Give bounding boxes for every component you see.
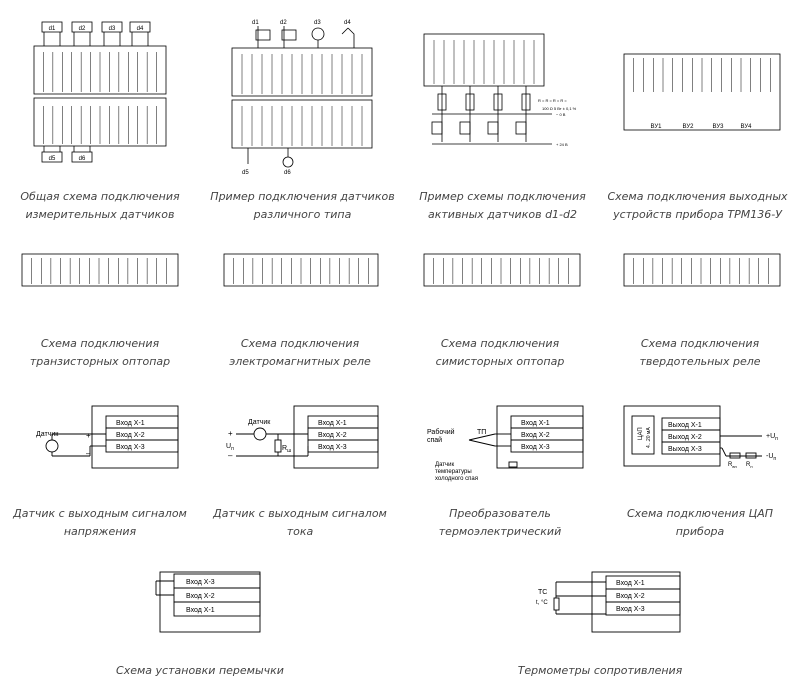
label-plus: + (86, 431, 91, 440)
label-vhod-1: Вход Х-1 (318, 420, 347, 427)
label-vhod-3: Вход Х-3 (521, 444, 550, 451)
caption-resistance-thermometers: Термометры сопротивления (517, 664, 683, 677)
label-vhod-2: Вход Х-2 (616, 593, 645, 600)
sensor-boxes-top (33, 21, 167, 163)
label-sensor: Датчик (248, 419, 271, 426)
label-work-junction: Рабочий (427, 428, 455, 436)
diagram-output-devices: ВУ1 ВУ2 ВУ3 ВУ4 (622, 52, 782, 134)
diagram-jumper: Вход Х-3 Вход Х-2 Вход Х-1 (152, 570, 262, 634)
diagram-different-sensors: d1 d2 d3 d4 d5 d6 (228, 14, 378, 176)
label-minus-0v: − 0 В (556, 112, 566, 117)
label-vu2: ВУ2 (683, 124, 695, 130)
label-vu3: ВУ3 (713, 124, 725, 130)
label-cap: ЦАП (638, 427, 644, 440)
label-vyhod-2: Выход Х-2 (668, 434, 702, 441)
label-vhod-3: Вход Х-3 (616, 606, 645, 613)
label-d1: d1 (252, 20, 259, 26)
label-tc-temp: t, °C (536, 600, 548, 606)
label-vhod-2: Вход Х-2 (186, 593, 215, 600)
label-plus: + (228, 429, 233, 438)
label-d6: d6 (284, 170, 291, 176)
label-plus-24v: + 24 В (556, 142, 568, 147)
diagram-voltage-sensor: Датчик + – Вход Х-1 Вход Х-2 Вход Х-3 (30, 404, 180, 470)
label-d2: d2 (280, 20, 287, 26)
label-work-junction-2: спай (427, 436, 442, 444)
label-d2: d2 (79, 26, 86, 32)
label-vhod-2: Вход Х-2 (521, 432, 550, 439)
label-d6: d6 (79, 156, 86, 162)
label-vhod-2: Вход Х-2 (318, 432, 347, 439)
label-tc: ТС (538, 589, 547, 596)
label-up: Uп (226, 443, 234, 452)
label-rsh: Rш (282, 445, 291, 454)
label-vhod-3: Вход Х-3 (186, 579, 215, 586)
diagram-transistor-optocouplers (20, 252, 180, 308)
diagram-dac: ЦАП 4...20 мА Выход Х-1 Выход Х-2 Выход … (622, 404, 790, 470)
label-vhod-3: Вход Х-3 (318, 444, 347, 451)
label-vhod-3: Вход Х-3 (116, 444, 145, 451)
caption-jumper: Схема установки перемычки (116, 664, 284, 677)
label-minus: – (86, 449, 91, 458)
diagram-solid-state-relays (622, 252, 782, 308)
label-vhod-1: Вход Х-1 (521, 420, 550, 427)
label-d5: d5 (49, 156, 56, 162)
label-minus: – (228, 451, 233, 460)
label-vu4: ВУ4 (741, 124, 753, 130)
label-formula-2: 100 Ω 5 Вт ± 0,1 % (542, 106, 577, 111)
diagram-electromagnetic-relays (222, 252, 380, 308)
diagram-triac-optocouplers (422, 252, 582, 308)
label-d5: d5 (242, 170, 249, 176)
label-sensor: Датчик (36, 431, 59, 438)
label-formula: R = R = R = R = (538, 98, 567, 103)
label-d4: d4 (137, 26, 144, 32)
label-vyhod-3: Выход Х-3 (668, 446, 702, 453)
label-d3: d3 (314, 20, 321, 26)
label-cold-1: Датчик (435, 462, 454, 468)
label-vhod-1: Вход Х-1 (616, 580, 645, 587)
label-cap-range: 4...20 мА (646, 427, 652, 448)
label-vhod-2: Вход Х-2 (116, 432, 145, 439)
diagram-general-sensors: d1 d2 d3 d4 d5 d6 (30, 18, 170, 173)
label-cold-3: холодного спая (435, 476, 478, 482)
label-rvn: Rвн (728, 462, 737, 469)
label-ui-plus: +Uп (766, 433, 778, 442)
diagram-current-sensor: Датчик + – Uп Rш Вход Х-1 Вход Х-2 Вход … (224, 404, 380, 470)
label-d1: d1 (49, 26, 56, 32)
label-vhod-1: Вход Х-1 (116, 420, 145, 427)
label-cold-2: температуры (435, 469, 472, 475)
label-tp: ТП (477, 429, 486, 436)
label-vhod-1: Вход Х-1 (186, 607, 215, 614)
diagram-thermocouple: Рабочий спай ТП Датчик температуры холод… (425, 404, 585, 484)
diagram-resistance-thermometers: ТС t, °C Вход Х-1 Вход Х-2 Вход Х-3 (532, 570, 682, 634)
label-ui-minus: -Uп (766, 453, 776, 462)
label-vu1: ВУ1 (651, 124, 663, 130)
diagram-active-sensors: R = R = R = R = 100 Ω 5 Вт ± 0,1 % − 0 В… (422, 32, 592, 162)
label-rn: Rн (746, 462, 753, 469)
label-d3: d3 (109, 26, 116, 32)
label-d4: d4 (344, 20, 351, 26)
label-vyhod-1: Выход Х-1 (668, 422, 702, 429)
